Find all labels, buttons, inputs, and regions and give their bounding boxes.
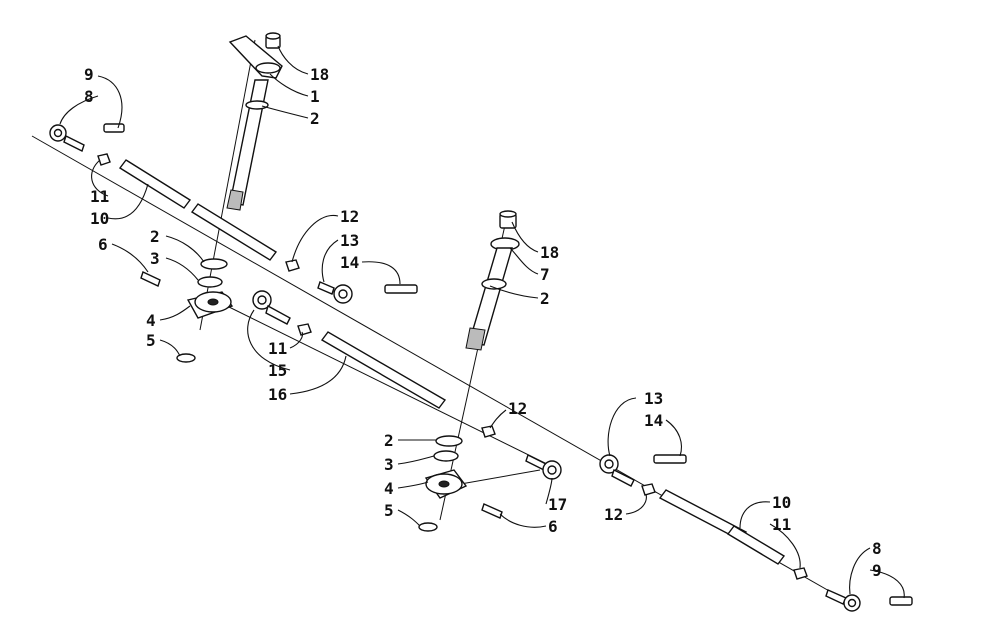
- callout-10-left: 10: [90, 209, 109, 228]
- callout-12-lower: 12: [604, 505, 623, 524]
- callout-11-left: 11: [90, 187, 109, 206]
- callout-11-right: 11: [772, 515, 791, 534]
- callout-13-upper: 13: [340, 231, 359, 250]
- callout-2-upper-post: 2: [310, 109, 320, 128]
- callout-4-upper: 4: [146, 311, 156, 330]
- callout-6-lower: 6: [548, 517, 558, 536]
- callout-9-lower-right: 9: [872, 561, 882, 580]
- leader-lines: [59, 45, 905, 599]
- callout-8-upper-left: 8: [84, 87, 94, 106]
- tie-rod-tubes: [118, 159, 786, 565]
- callout-10-right: 10: [772, 493, 791, 512]
- callout-13-lower: 13: [644, 389, 663, 408]
- callout-18-lower: 18: [540, 243, 559, 262]
- callout-12-mid: 12: [508, 399, 527, 418]
- callout-8-lower-right: 8: [872, 539, 882, 558]
- callout-9-upper-left: 9: [84, 65, 94, 84]
- callout-4-lower: 4: [384, 479, 394, 498]
- callout-5-upper: 5: [146, 331, 156, 350]
- callout-2-lower-post: 2: [540, 289, 550, 308]
- callout-1: 1: [310, 87, 320, 106]
- callout-labels: 9 8 18 1 2 11 10 12 13 14 2 3 6 4 5 11 1…: [84, 65, 882, 580]
- callout-14-lower: 14: [644, 411, 663, 430]
- callout-3-lower: 3: [384, 455, 394, 474]
- callout-2-lower-washer: 2: [384, 431, 394, 450]
- callout-6-upper: 6: [98, 235, 108, 254]
- callout-3-upper: 3: [150, 249, 160, 268]
- callout-17: 17: [548, 495, 567, 514]
- callout-16: 16: [268, 385, 287, 404]
- callout-18-upper: 18: [310, 65, 329, 84]
- callout-12-upper: 12: [340, 207, 359, 226]
- callout-11-mid: 11: [268, 339, 287, 358]
- callout-15: 15: [268, 361, 287, 380]
- callout-2-upper-washer: 2: [150, 227, 160, 246]
- callout-7: 7: [540, 265, 550, 284]
- callout-14-upper: 14: [340, 253, 359, 272]
- lower-steering-post: [465, 210, 520, 351]
- upper-steering-post: [226, 32, 283, 211]
- callout-5-lower: 5: [384, 501, 394, 520]
